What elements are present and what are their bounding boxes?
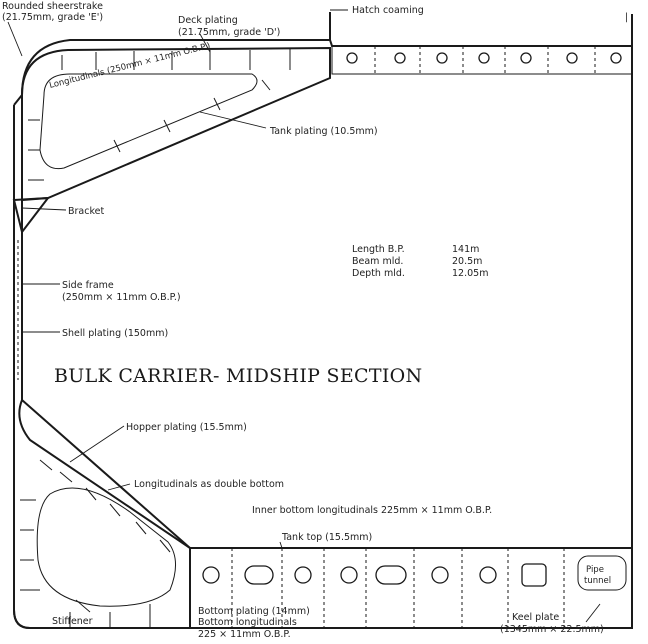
topside-tank-outer [21,46,331,202]
deck-strip-lightening-holes [346,52,622,64]
hopper-plating [21,399,191,549]
bottom-plating-label: Bottom plating (14mm) [198,606,310,617]
bracket [12,196,51,235]
side-frame-spec: (250mm × 11mm O.B.P.) [62,292,181,303]
hopper-tank-inner [36,487,176,607]
longitudinals-db-label: Longitudinals as double bottom [134,479,284,490]
tank-plating-label: Tank plating (10.5mm) [269,126,378,137]
deck-plating-label: Deck plating [178,15,238,26]
tank-top-label: Tank top (15.5mm) [281,532,372,543]
centreline-mark: | [625,12,628,23]
hopper-stiffeners [20,459,171,628]
side-frame-label: Side frame [62,280,114,291]
hopper-tank-outer [13,399,191,629]
diagram-title: BULK CARRIER- MIDSHIP SECTION [54,365,422,387]
leader-lines [7,9,601,623]
dim-length-name: Length B.P. [352,244,405,255]
hatch-coaming-label: Hatch coaming [352,5,424,16]
deck-strip-frames [374,46,596,74]
bracket-label: Bracket [68,206,104,217]
pipe-tunnel-label-1: Pipe [586,565,604,575]
rounded-sheerstrake-spec: (21.75mm, grade 'E') [2,12,103,23]
bottom-longitudinals-spec: 225 × 11mm O.B.P. [198,629,291,640]
dim-depth-name: Depth mld. [352,268,405,279]
double-bottom-floors [231,548,565,628]
shell-plating-label: Shell plating (150mm) [62,328,168,339]
dim-beam-name: Beam mld. [352,256,403,267]
double-bottom [189,547,633,629]
pipe-tunnel-label-2: tunnel [584,576,611,586]
dim-depth-value: 12.05m [452,268,488,279]
bottom-longitudinals-label: Bottom longitudinals [198,617,297,628]
deck-strip [331,45,633,75]
dim-length-value: 141m [452,244,479,255]
topside-tank-inner [39,73,258,170]
double-bottom-lightening-holes [202,563,547,587]
stiffener-label: Stiffener [52,616,93,627]
sheerstrake-curve [13,94,23,106]
dim-beam-value: 20.5m [452,256,482,267]
hopper-plating-label: Hopper plating (15.5mm) [126,422,247,433]
deck-plating-spec: (21.75mm, grade 'D') [178,27,280,38]
rounded-sheerstrake-label: Rounded sheerstrake [2,1,103,12]
inner-bottom-longitudinals-label: Inner bottom longitudinals 225mm × 11mm … [252,505,492,516]
keel-plate-spec: (1345mm × 22.5mm) [500,624,604,635]
keel-plate-label: Keel plate [512,612,559,623]
side-frames [17,200,23,400]
pipe-tunnel [577,555,627,591]
topside-tank-stiffeners [28,49,291,181]
